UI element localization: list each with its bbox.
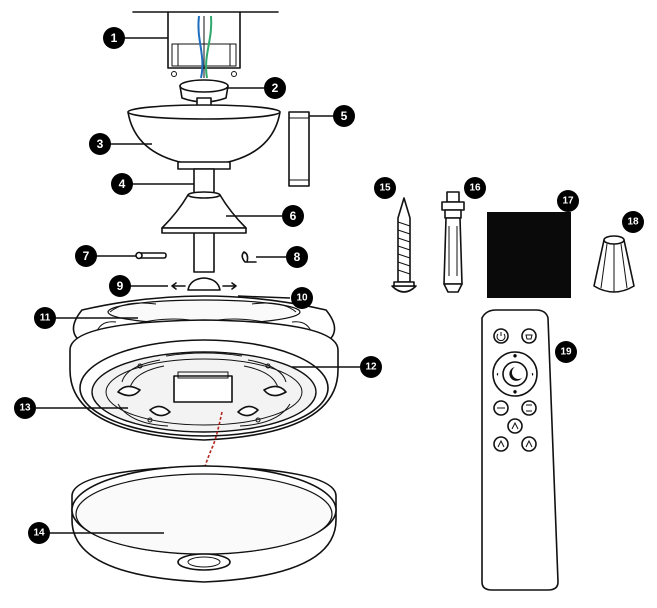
svg-text:7: 7 [83,249,90,263]
timer-button[interactable] [493,400,509,416]
callout-11: 11 [34,307,56,329]
connector-wire [203,411,223,471]
callout-5: 5 [333,105,355,127]
callout-12: 12 [360,356,382,378]
svg-text:18: 18 [627,217,639,228]
svg-text:✹: ✹ [512,389,517,396]
canopy [127,104,281,170]
callout-17: 17 [557,190,579,212]
callout-3: 3 [89,133,111,155]
svg-text:16: 16 [469,183,481,194]
remote-control: ✹ ✹ ◐ ◑ [481,309,559,591]
svg-text:6: 6 [290,209,297,223]
callout-15: 15 [374,177,396,199]
callout-8: 8 [286,246,308,268]
light-cover [71,465,337,583]
clevis-pin [135,251,167,260]
light-button[interactable] [521,328,537,344]
svg-text:◑: ◑ [530,372,534,378]
svg-text:4: 4 [119,177,126,191]
callout-4: 4 [111,173,133,195]
callout-7: 7 [75,245,97,267]
svg-text:15: 15 [379,183,391,194]
hanger-ball [179,79,229,109]
fan-speed-mid-button[interactable] [493,436,509,452]
svg-text:1: 1 [111,31,118,45]
svg-text:8: 8 [294,250,301,264]
fan-housing [69,295,339,441]
callout-9: 9 [109,275,131,297]
svg-text:◐: ◐ [496,372,500,378]
fan-speed-high-button[interactable] [521,436,537,452]
motor-hub-top [171,277,237,291]
callout-19: 19 [555,341,577,363]
svg-text:5: 5 [341,109,348,123]
callout-13: 13 [14,397,36,419]
callout-2: 2 [264,77,286,99]
callout-18: 18 [622,211,644,233]
svg-text:2: 2 [272,81,279,95]
svg-text:19: 19 [560,347,572,358]
callout-14: 14 [28,522,50,544]
callout-1: 1 [103,27,125,49]
reverse-button[interactable] [521,400,537,416]
leader-lines [36,37,360,534]
svg-text:9: 9 [117,279,124,293]
downrod [193,168,215,273]
wire-nut [593,235,635,293]
cotter-pin [241,251,257,263]
mounting-bracket [132,11,279,79]
callout-16: 16 [464,177,486,199]
expansion-bolt [441,191,465,293]
dpad[interactable]: ✹ ✹ ◐ ◑ [492,351,538,397]
svg-text:10: 10 [296,293,308,304]
svg-text:11: 11 [40,313,51,324]
svg-text:13: 13 [19,403,31,414]
extension-plate [288,111,310,187]
svg-text:14: 14 [33,528,45,539]
wood-screw [391,197,417,293]
svg-text:12: 12 [365,362,377,373]
power-button[interactable] [493,328,509,344]
callout-6: 6 [282,205,304,227]
svg-text:✹: ✹ [512,353,517,360]
svg-text:17: 17 [562,196,574,207]
coupling-cover [161,191,247,234]
fan-speed-low-button[interactable] [507,418,523,434]
adhesive-pad [487,212,571,298]
callout-10: 10 [291,287,313,309]
svg-text:3: 3 [97,137,104,151]
